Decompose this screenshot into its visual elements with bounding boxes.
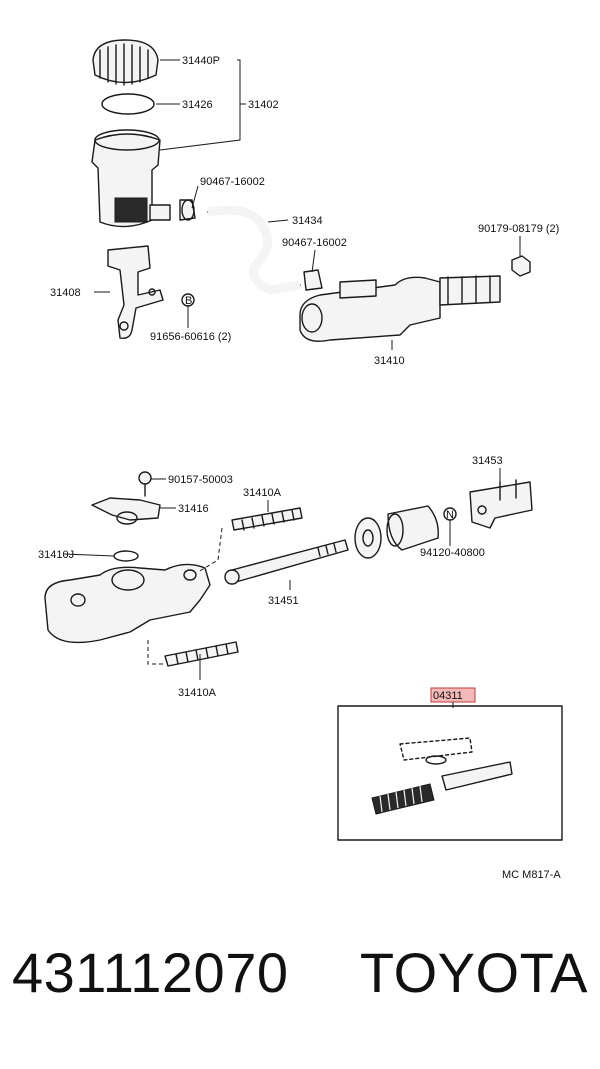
label-31451: 31451 bbox=[268, 595, 299, 607]
label-31426: 31426 bbox=[182, 99, 213, 111]
label-31416: 31416 bbox=[178, 503, 209, 515]
label-31410a-top: 31410A bbox=[243, 487, 282, 499]
brand-name: TOYOTA bbox=[359, 941, 588, 1004]
svg-text:B: B bbox=[185, 295, 192, 307]
parts-diagram: B bbox=[38, 39, 563, 880]
hose-clip-upper bbox=[179, 199, 196, 221]
label-31453: 31453 bbox=[472, 455, 503, 467]
align-line-bottom bbox=[147, 640, 165, 665]
bolt-b-marker: B bbox=[181, 293, 195, 307]
label-31408: 31408 bbox=[50, 287, 81, 299]
stud-top bbox=[231, 507, 303, 531]
master-cylinder-body bbox=[44, 563, 211, 644]
leader-lines bbox=[63, 59, 521, 708]
boot bbox=[386, 505, 439, 551]
label-31440p: 31440P bbox=[182, 55, 220, 67]
label-31410a-bottom: 31410A bbox=[178, 687, 217, 699]
align-line-top bbox=[197, 527, 223, 573]
stud-bottom bbox=[164, 641, 239, 667]
hose bbox=[207, 205, 301, 295]
push-rod bbox=[224, 539, 349, 585]
o-ring bbox=[113, 550, 139, 562]
label-diagram-code: MC M817-A bbox=[502, 869, 561, 880]
kit-contents bbox=[371, 737, 513, 815]
footer: 431112070 TOYOTA bbox=[0, 940, 600, 1040]
label-04311: 04311 bbox=[433, 690, 463, 702]
label-90157: 90157-50003 bbox=[168, 474, 233, 486]
reservoir-tank bbox=[91, 129, 171, 228]
reservoir-gasket bbox=[101, 93, 155, 115]
label-91656: 91656-60616 (2) bbox=[150, 331, 231, 343]
nut-upper bbox=[511, 255, 531, 277]
master-cylinder-upper bbox=[299, 275, 501, 342]
reservoir-bracket bbox=[107, 245, 164, 340]
part-number: 431112070 bbox=[12, 941, 289, 1004]
union-fitting bbox=[91, 497, 161, 525]
label-94120: 94120-40800 bbox=[420, 547, 485, 559]
clevis-bracket bbox=[469, 479, 533, 529]
label-90467-upper: 90467-16002 bbox=[200, 176, 265, 188]
svg-text:N: N bbox=[446, 509, 454, 521]
label-90179: 90179-08179 (2) bbox=[478, 223, 559, 235]
reservoir-cap bbox=[92, 39, 159, 86]
label-90467-lower: 90467-16002 bbox=[282, 237, 347, 249]
washer bbox=[354, 517, 382, 559]
label-31434: 31434 bbox=[292, 215, 323, 227]
hose-clip-lower bbox=[303, 269, 323, 291]
label-31402: 31402 bbox=[248, 99, 279, 111]
screw bbox=[138, 471, 152, 497]
kit-box bbox=[337, 705, 563, 841]
label-31410j: 31410J bbox=[38, 549, 74, 561]
label-31410: 31410 bbox=[374, 355, 405, 367]
nut-n-marker: N bbox=[443, 507, 457, 521]
